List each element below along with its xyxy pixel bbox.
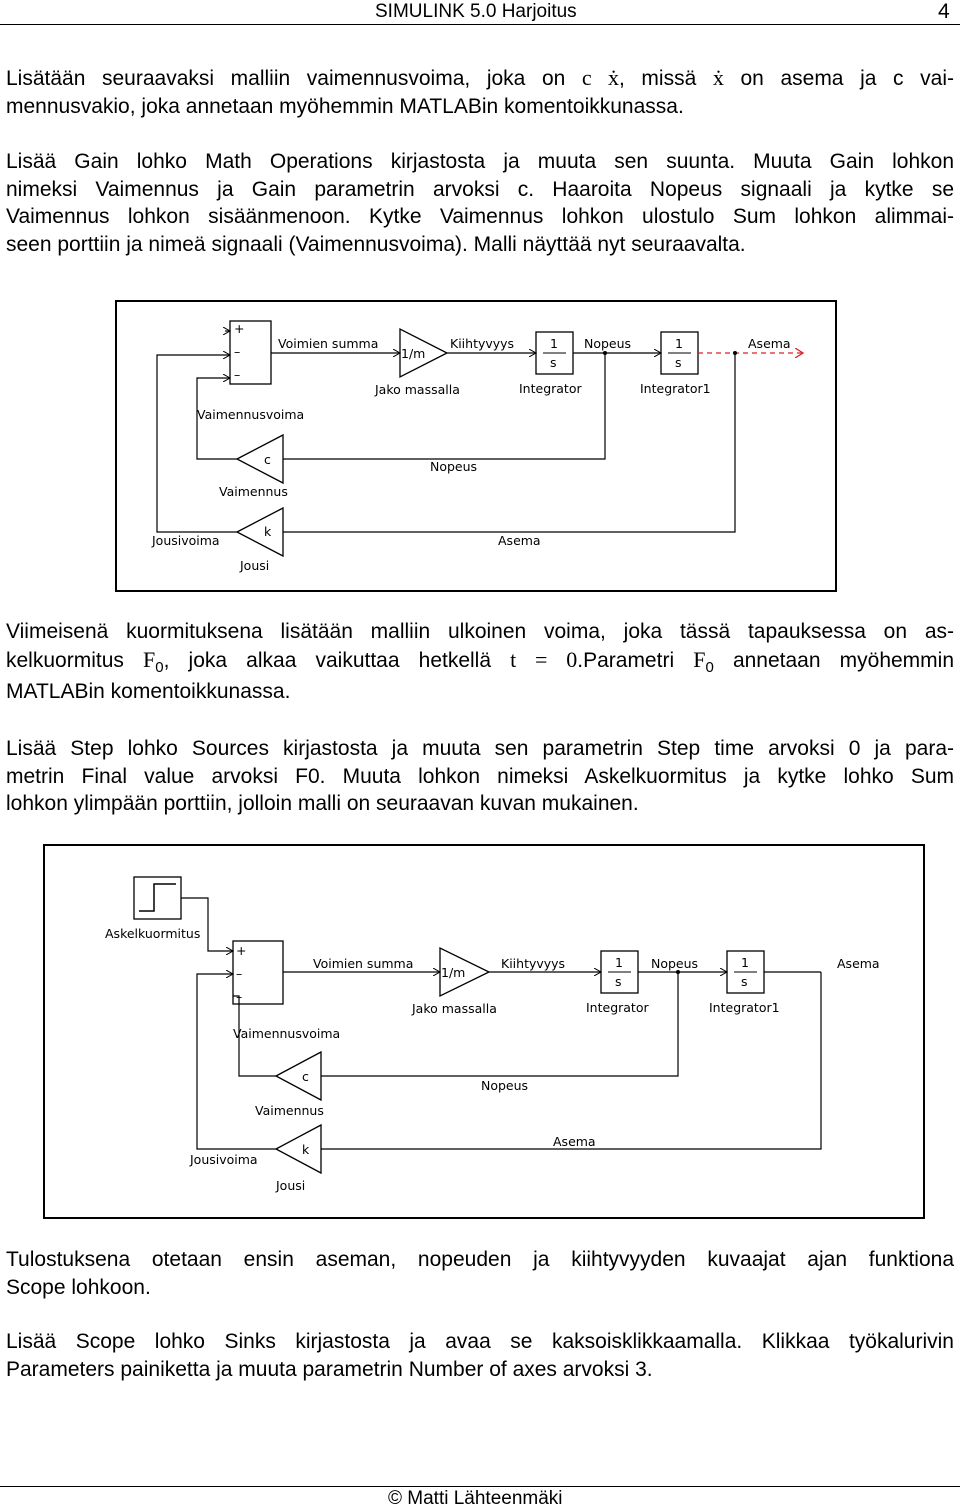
int-den: s <box>615 974 622 989</box>
label-kiihtyvyys: Kiihtyvyys <box>501 956 565 971</box>
label-asema: Asema <box>748 336 791 351</box>
paragraph-add-gain: Lisää Gain lohko Math Operations kirjast… <box>6 148 954 258</box>
gain-value: 1/m <box>401 346 425 361</box>
paragraph-add-step: Lisää Step lohko Sources kirjastosta ja … <box>6 735 954 818</box>
gain-value: c <box>302 1069 309 1084</box>
label-jousivoima: Jousivoima <box>151 533 220 548</box>
sum-sign: – <box>234 344 240 359</box>
sum-block[interactable]: + – – <box>229 320 272 385</box>
text-line: Lisää Step lohko Sources kirjastosta ja … <box>6 737 954 760</box>
simulink-diagram-2: Askelkuormitus + – – 1/m 1 s 1 s c k <box>43 844 925 1220</box>
paragraph-damping-intro: Lisätään seuraavaksi malliin vaimennusvo… <box>6 64 954 120</box>
label-voimien-summa: Voimien summa <box>278 336 378 351</box>
text-line: nimeksi Vaimennus ja Gain parametrin arv… <box>6 177 954 201</box>
label-nopeus-feedback: Nopeus <box>481 1078 528 1093</box>
text-line: mennusvakio, joka annetaan myöhemmin MAT… <box>6 94 684 118</box>
sum-sign: – <box>236 966 242 981</box>
label-jousi: Jousi <box>275 1178 305 1193</box>
integrator1-block[interactable]: 1 s <box>726 950 765 994</box>
int-num: 1 <box>675 336 683 351</box>
sum-sign: + <box>236 943 246 958</box>
label-integrator1: Integrator1 <box>640 381 711 396</box>
signal-lines <box>181 897 822 1150</box>
int-den: s <box>741 974 748 989</box>
int-den: s <box>550 355 557 370</box>
step-block[interactable] <box>133 876 182 920</box>
text-line: kelkuormitus F0, joka alkaa vaikuttaa he… <box>6 646 955 676</box>
label-nopeus: Nopeus <box>584 336 631 351</box>
text-line: Tulostuksena otetaan ensin aseman, nopeu… <box>6 1248 954 1271</box>
label-nopeus: Nopeus <box>651 956 698 971</box>
text-line: Parameters painiketta ja muuta parametri… <box>6 1357 653 1381</box>
integrator1-block[interactable]: 1 s <box>660 331 699 375</box>
label-integrator: Integrator <box>586 1000 649 1015</box>
page-footer: © Matti Lähteenmäki <box>0 1486 960 1509</box>
gain-value: k <box>264 524 272 539</box>
label-asema-feedback: Asema <box>498 533 541 548</box>
label-jousivoima: Jousivoima <box>189 1152 258 1167</box>
text-line: lohkon ylimpään porttiin, jolloin malli … <box>6 792 639 815</box>
gain-mass-block[interactable]: 1/m <box>439 946 491 998</box>
integrator-block[interactable]: 1 s <box>535 331 574 375</box>
int-num: 1 <box>550 336 558 351</box>
label-kiihtyvyys: Kiihtyvyys <box>450 336 514 351</box>
label-asema-feedback: Asema <box>553 1134 596 1149</box>
sum-sign: – <box>234 367 240 382</box>
footer-copyright: © Matti Lähteenmäki <box>388 1488 563 1509</box>
text-line: seen porttiin ja nimeä signaali (Vaimenn… <box>6 232 746 256</box>
paragraph-output: Tulostuksena otetaan ensin aseman, nopeu… <box>6 1246 954 1301</box>
integrator-block[interactable]: 1 s <box>600 950 639 994</box>
signal-lines <box>156 331 736 533</box>
label-asema: Asema <box>837 956 880 971</box>
text-line: Lisää Gain lohko Math Operations kirjast… <box>6 150 954 173</box>
text-line: Lisää Scope lohko Sinks kirjastosta ja a… <box>6 1330 954 1353</box>
paragraph-add-scope: Lisää Scope lohko Sinks kirjastosta ja a… <box>6 1328 954 1383</box>
label-integrator1: Integrator1 <box>709 1000 780 1015</box>
int-den: s <box>675 355 682 370</box>
label-vaimennusvoima: Vaimennusvoima <box>197 407 304 422</box>
text-line: Viimeisenä kuormituksena lisätään mallii… <box>6 620 954 643</box>
label-voimien-summa: Voimien summa <box>313 956 413 971</box>
label-askelkuormitus: Askelkuormitus <box>105 926 200 941</box>
label-vaimennusvoima: Vaimennusvoima <box>233 1026 340 1041</box>
gain-value: c <box>264 452 271 467</box>
label-nopeus-feedback: Nopeus <box>430 459 477 474</box>
sum-block[interactable]: + – – <box>232 940 284 1005</box>
int-num: 1 <box>615 955 623 970</box>
text-line: Scope lohkoon. <box>6 1275 151 1299</box>
gain-value: k <box>302 1142 310 1157</box>
simulink-diagram-1: + – – 1/m 1 s 1 s c k <box>115 300 837 592</box>
label-vaimennus: Vaimennus <box>255 1103 324 1118</box>
gain-value: 1/m <box>441 965 465 980</box>
page-header: SIMULINK 5.0 Harjoitus 4 <box>0 0 960 25</box>
paragraph-external-force: Viimeisenä kuormituksena lisätään mallii… <box>6 618 954 705</box>
page-number: 4 <box>938 0 950 23</box>
label-integrator: Integrator <box>519 381 582 396</box>
int-num: 1 <box>741 955 749 970</box>
label-jako-massalla: Jako massalla <box>374 382 460 397</box>
text-line: Vaimennus lohkon sisäänmenoon. Kytke Vai… <box>6 205 954 228</box>
label-jako-massalla: Jako massalla <box>411 1001 497 1016</box>
text-line: Lisätään seuraavaksi malliin vaimennusvo… <box>6 65 955 90</box>
text-line: MATLABin komentoikkunassa. <box>6 679 291 703</box>
text-line: metrin Final value arvoksi F0. Muuta loh… <box>6 764 954 788</box>
sum-sign: + <box>234 321 244 336</box>
label-vaimennus: Vaimennus <box>219 484 288 499</box>
label-jousi: Jousi <box>239 558 269 573</box>
diagram-frame <box>43 844 925 1219</box>
header-title: SIMULINK 5.0 Harjoitus <box>375 1 577 22</box>
